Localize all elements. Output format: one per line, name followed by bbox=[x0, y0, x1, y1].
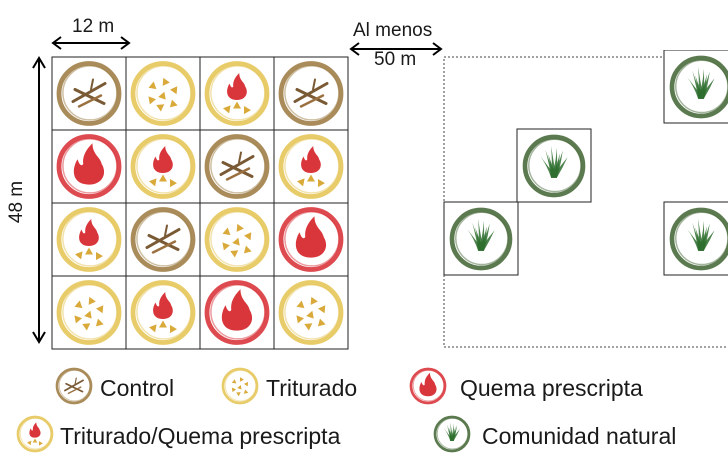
legend-label-quema: Quema prescripta bbox=[460, 375, 643, 401]
triturado-icon bbox=[221, 367, 259, 405]
natural-plot bbox=[516, 128, 592, 203]
treatment-cell bbox=[125, 275, 201, 350]
height-label: 48 m bbox=[6, 180, 28, 224]
treatment-cell bbox=[125, 129, 201, 204]
height-arrow bbox=[32, 56, 46, 344]
treatment-cell bbox=[273, 202, 349, 277]
treatment-cell bbox=[51, 275, 127, 350]
control-icon bbox=[130, 207, 196, 272]
comunidad-natural-icon bbox=[433, 415, 471, 453]
legend-label-triturado: Triturado bbox=[266, 375, 358, 401]
triturado-quema-icon bbox=[130, 280, 196, 345]
natural-plot bbox=[663, 201, 728, 276]
distance-label-top: Al menos bbox=[353, 20, 433, 41]
control-icon bbox=[278, 61, 344, 126]
treatment-cell bbox=[199, 275, 275, 350]
triturado-quema-icon bbox=[16, 415, 54, 453]
legend-label-triturado-quema: Triturado/Quema prescripta bbox=[60, 423, 341, 449]
legend-label-control: Control bbox=[100, 375, 175, 401]
treatment-cell bbox=[125, 202, 201, 277]
comunidad-natural-icon bbox=[522, 134, 586, 198]
natural-plot bbox=[443, 201, 519, 276]
distance-arrow bbox=[349, 42, 443, 56]
triturado-icon bbox=[278, 280, 344, 345]
treatment-cell bbox=[199, 129, 275, 204]
treatment-cell bbox=[51, 202, 127, 277]
treatment-cell bbox=[273, 275, 349, 350]
triturado-icon bbox=[56, 280, 122, 345]
quema-icon bbox=[278, 207, 344, 272]
legend-label-natural: Comunidad natural bbox=[482, 423, 677, 449]
treatment-cell bbox=[51, 129, 127, 204]
treatment-cell bbox=[199, 202, 275, 277]
distance-label-bottom: 50 m bbox=[374, 49, 417, 70]
comunidad-natural-icon bbox=[449, 207, 513, 271]
triturado-icon bbox=[130, 61, 196, 126]
width-label: 12 m bbox=[72, 16, 115, 37]
triturado-icon bbox=[204, 207, 270, 272]
control-icon bbox=[204, 134, 270, 199]
control-icon bbox=[56, 61, 122, 126]
quema-icon bbox=[409, 367, 447, 405]
quema-icon bbox=[56, 134, 122, 199]
treatment-cell bbox=[273, 56, 349, 131]
triturado-quema-icon bbox=[130, 134, 196, 199]
treatment-cell bbox=[125, 56, 201, 131]
treatment-grid bbox=[51, 56, 349, 350]
width-arrow bbox=[51, 36, 131, 50]
control-icon bbox=[55, 367, 93, 405]
triturado-quema-icon bbox=[204, 61, 270, 126]
triturado-quema-icon bbox=[56, 207, 122, 272]
treatment-cell bbox=[273, 129, 349, 204]
triturado-quema-icon bbox=[278, 134, 344, 199]
treatment-cell bbox=[51, 56, 127, 131]
legend: Control Triturado Quema prescripta Tritu… bbox=[0, 360, 728, 453]
natural-community-area bbox=[443, 50, 728, 348]
natural-plot bbox=[663, 50, 728, 124]
quema-icon bbox=[204, 280, 270, 345]
treatment-cell bbox=[199, 56, 275, 131]
comunidad-natural-icon bbox=[669, 207, 728, 271]
